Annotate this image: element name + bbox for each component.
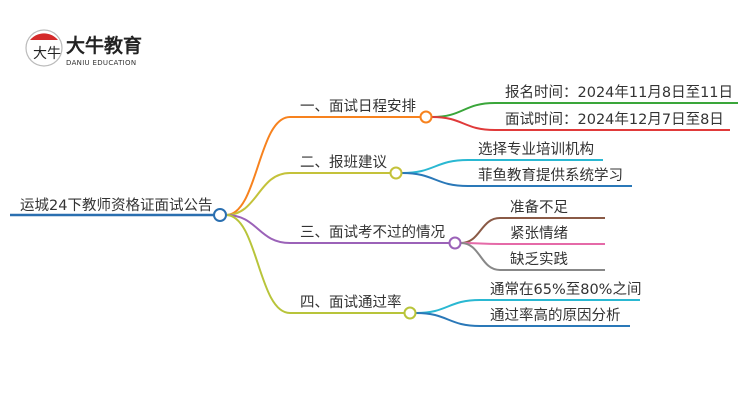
branch-link <box>225 214 291 244</box>
branch-label: 三、面试考不过的情况 <box>300 224 445 241</box>
logo-mark-text: 大牛 <box>33 46 61 62</box>
logo-mark-top <box>30 33 58 40</box>
leaf-link <box>460 242 501 271</box>
leaf-link <box>415 299 481 314</box>
leaf-label: 选择专业培训机构 <box>478 141 594 158</box>
leaf-label: 通过率高的原因分析 <box>490 307 621 324</box>
branch-node-circle <box>448 236 462 250</box>
leaf-link <box>431 102 496 118</box>
branch-node-circle <box>403 306 417 320</box>
leaf-label: 紧张情绪 <box>510 225 568 242</box>
leaf-link <box>431 116 496 131</box>
logo-mark-circle <box>25 29 63 67</box>
root-label: 运城24下教师资格证面试公告 <box>20 197 212 214</box>
branch-label: 四、面试通过率 <box>300 294 402 311</box>
logo: 大牛 大牛教育 DANIU EDUCATION <box>25 29 142 67</box>
logo-name-en: DANIU EDUCATION <box>66 59 136 67</box>
leaf-link <box>401 172 469 187</box>
leaf-label: 菲鱼教育提供系统学习 <box>478 166 623 184</box>
branch-link <box>225 116 291 216</box>
leaf-label: 报名时间：2024年11月8日至11日 <box>505 84 733 101</box>
branch-link <box>225 172 291 216</box>
branch-link <box>225 214 291 314</box>
branch-node-circle <box>419 110 433 124</box>
leaf-label: 准备不足 <box>510 199 568 216</box>
leaf-link <box>415 312 481 327</box>
root-node-circle <box>213 208 227 222</box>
leaf-label: 通常在65%至80%之间 <box>490 281 641 298</box>
logo-name-cn: 大牛教育 <box>66 34 142 57</box>
branch-label: 一、面试日程安排 <box>300 98 416 115</box>
branch-node-circle <box>389 166 403 180</box>
branch-label: 二、报班建议 <box>300 154 387 171</box>
leaf-label: 面试时间：2024年12月7日至8日 <box>505 111 724 128</box>
leaf-label: 缺乏实践 <box>510 251 568 268</box>
leaf-link <box>460 217 501 244</box>
leaf-link <box>401 159 469 174</box>
